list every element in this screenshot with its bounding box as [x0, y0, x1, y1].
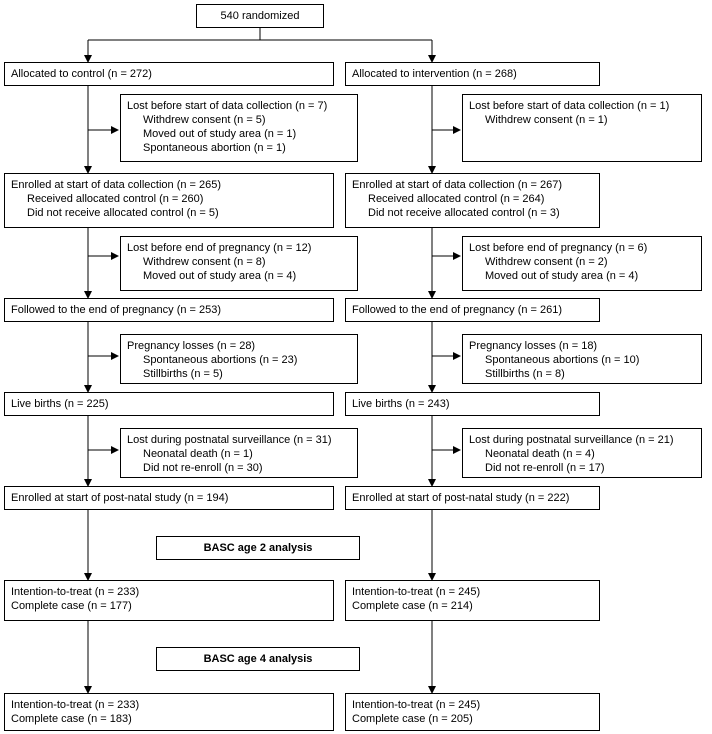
- intervention-enrolled-postnatal-label: Enrolled at start of post-natal study (n…: [352, 492, 570, 504]
- intervention-age2-results-box: Intention-to-treat (n = 245) Complete ca…: [345, 580, 600, 621]
- section-age2-label: BASC age 2 analysis: [203, 542, 313, 554]
- control-age4-results-box: Intention-to-treat (n = 233) Complete ca…: [4, 693, 334, 731]
- control-age2-complete: Complete case (n = 177): [11, 600, 132, 612]
- section-age4-label: BASC age 4 analysis: [203, 653, 313, 665]
- intervention-followed-label: Followed to the end of pregnancy (n = 26…: [352, 304, 563, 316]
- control-pregnancy-losses-item: Stillbirths (n = 5): [143, 368, 223, 380]
- intervention-lost-before-end-item: Withdrew consent (n = 2): [485, 256, 608, 268]
- intervention-pregnancy-losses-box: Pregnancy losses (n = 18) Spontaneous ab…: [462, 334, 702, 384]
- control-age2-results-box: Intention-to-treat (n = 233) Complete ca…: [4, 580, 334, 621]
- control-lost-before-collection-item: Withdrew consent (n = 5): [143, 114, 266, 126]
- control-lost-postnatal-item: Neonatal death (n = 1): [143, 448, 253, 460]
- control-pregnancy-losses-item: Spontaneous abortions (n = 23): [143, 354, 298, 366]
- intervention-followed-box: Followed to the end of pregnancy (n = 26…: [345, 298, 600, 322]
- control-enrolled-item: Received allocated control (n = 260): [27, 193, 204, 205]
- intervention-age2-complete: Complete case (n = 214): [352, 600, 473, 612]
- intervention-age4-results-box: Intention-to-treat (n = 245) Complete ca…: [345, 693, 600, 731]
- intervention-lost-postnatal-item: Did not re-enroll (n = 17): [485, 462, 605, 474]
- control-enrolled-box: Enrolled at start of data collection (n …: [4, 173, 334, 228]
- control-lost-before-collection-box: Lost before start of data collection (n …: [120, 94, 358, 162]
- control-lost-postnatal-item: Did not re-enroll (n = 30): [143, 462, 263, 474]
- intervention-lost-before-collection-item: Withdrew consent (n = 1): [485, 114, 608, 126]
- section-age2-box: BASC age 2 analysis: [156, 536, 360, 560]
- control-age2-itt: Intention-to-treat (n = 233): [11, 586, 140, 598]
- intervention-allocated-box: Allocated to intervention (n = 268): [345, 62, 600, 86]
- intervention-lost-postnatal-title: Lost during postnatal surveillance (n = …: [469, 434, 674, 446]
- intervention-age4-itt: Intention-to-treat (n = 245): [352, 699, 481, 711]
- control-allocated-box: Allocated to control (n = 272): [4, 62, 334, 86]
- intervention-lost-before-end-title: Lost before end of pregnancy (n = 6): [469, 242, 648, 254]
- intervention-enrolled-item: Did not receive allocated control (n = 3…: [368, 207, 560, 219]
- control-followed-label: Followed to the end of pregnancy (n = 25…: [11, 304, 222, 316]
- intervention-lost-before-end-item: Moved out of study area (n = 4): [485, 270, 639, 282]
- control-lost-before-end-item: Withdrew consent (n = 8): [143, 256, 266, 268]
- control-enrolled-postnatal-label: Enrolled at start of post-natal study (n…: [11, 492, 229, 504]
- control-age4-itt: Intention-to-treat (n = 233): [11, 699, 140, 711]
- intervention-enrolled-title: Enrolled at start of data collection (n …: [352, 179, 563, 191]
- intervention-live-births-box: Live births (n = 243): [345, 392, 600, 416]
- intervention-live-births-label: Live births (n = 243): [352, 398, 450, 410]
- control-lost-postnatal-title: Lost during postnatal surveillance (n = …: [127, 434, 332, 446]
- intervention-pregnancy-losses-title: Pregnancy losses (n = 18): [469, 340, 598, 352]
- intervention-age4-complete: Complete case (n = 205): [352, 713, 473, 725]
- intervention-lost-before-collection-title: Lost before start of data collection (n …: [469, 100, 670, 112]
- intervention-enrolled-item: Received allocated control (n = 264): [368, 193, 545, 205]
- control-enrolled-postnatal-box: Enrolled at start of post-natal study (n…: [4, 486, 334, 510]
- control-lost-before-collection-item: Moved out of study area (n = 1): [143, 128, 297, 140]
- intervention-age2-itt: Intention-to-treat (n = 245): [352, 586, 481, 598]
- section-age4-box: BASC age 4 analysis: [156, 647, 360, 671]
- control-pregnancy-losses-title: Pregnancy losses (n = 28): [127, 340, 256, 352]
- intervention-allocated-label: Allocated to intervention (n = 268): [352, 68, 517, 80]
- control-lost-before-collection-title: Lost before start of data collection (n …: [127, 100, 328, 112]
- control-lost-before-end-box: Lost before end of pregnancy (n = 12) Wi…: [120, 236, 358, 291]
- control-live-births-label: Live births (n = 225): [11, 398, 109, 410]
- intervention-enrolled-box: Enrolled at start of data collection (n …: [345, 173, 600, 228]
- control-live-births-box: Live births (n = 225): [4, 392, 334, 416]
- control-allocated-label: Allocated to control (n = 272): [11, 68, 152, 80]
- intervention-lost-postnatal-box: Lost during postnatal surveillance (n = …: [462, 428, 702, 478]
- control-lost-before-end-item: Moved out of study area (n = 4): [143, 270, 297, 282]
- control-pregnancy-losses-box: Pregnancy losses (n = 28) Spontaneous ab…: [120, 334, 358, 384]
- control-enrolled-title: Enrolled at start of data collection (n …: [11, 179, 222, 191]
- control-age4-complete: Complete case (n = 183): [11, 713, 132, 725]
- intervention-lost-before-end-box: Lost before end of pregnancy (n = 6) Wit…: [462, 236, 702, 291]
- randomized-box: 540 randomized: [196, 4, 324, 28]
- randomized-label: 540 randomized: [220, 10, 300, 22]
- intervention-lost-postnatal-item: Neonatal death (n = 4): [485, 448, 595, 460]
- intervention-enrolled-postnatal-box: Enrolled at start of post-natal study (n…: [345, 486, 600, 510]
- control-lost-before-collection-item: Spontaneous abortion (n = 1): [143, 142, 286, 154]
- intervention-pregnancy-losses-item: Spontaneous abortions (n = 10): [485, 354, 640, 366]
- control-lost-postnatal-box: Lost during postnatal surveillance (n = …: [120, 428, 358, 478]
- intervention-pregnancy-losses-item: Stillbirths (n = 8): [485, 368, 565, 380]
- control-enrolled-item: Did not receive allocated control (n = 5…: [27, 207, 219, 219]
- control-lost-before-end-title: Lost before end of pregnancy (n = 12): [127, 242, 312, 254]
- intervention-lost-before-collection-box: Lost before start of data collection (n …: [462, 94, 702, 162]
- control-followed-box: Followed to the end of pregnancy (n = 25…: [4, 298, 334, 322]
